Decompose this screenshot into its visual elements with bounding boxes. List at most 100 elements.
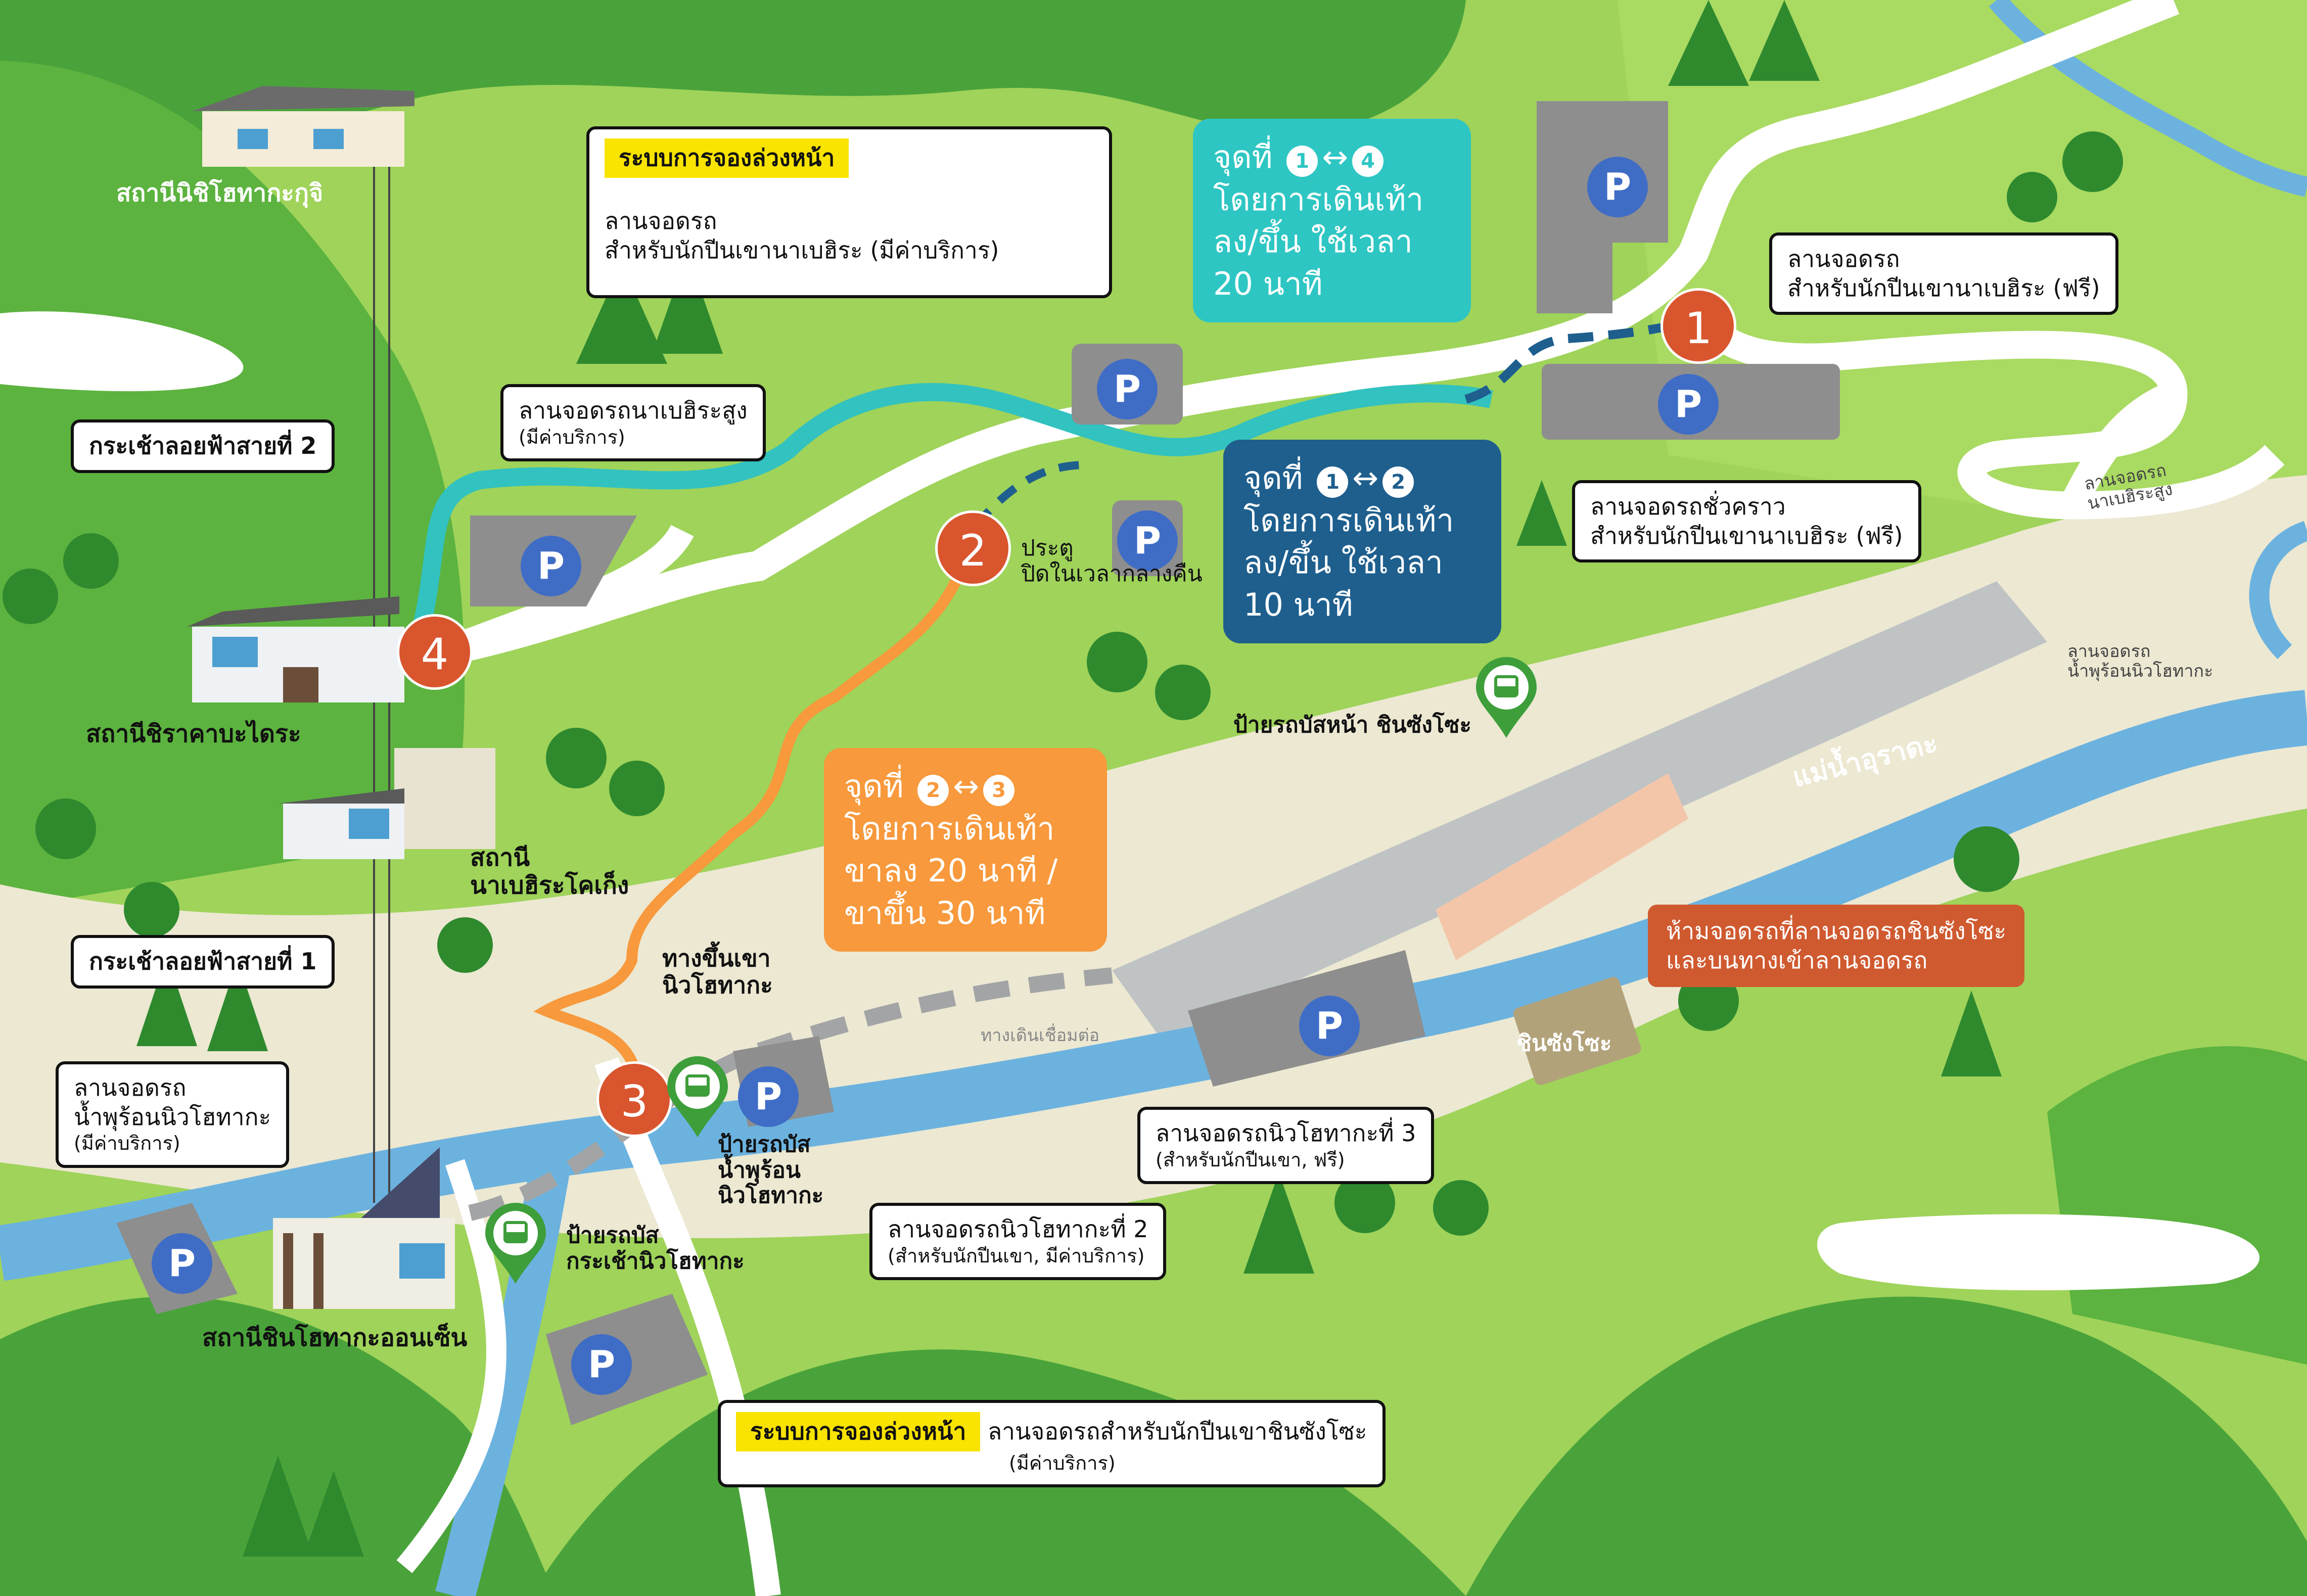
reservation-tag-2: ระบบการจองล่วงหน้า	[736, 1412, 981, 1451]
shinsanso-building	[1513, 977, 1641, 1085]
label-p2: ลานจอดรถนิวโฮทากะที่ 2 (สำหรับนักปีนเขา,…	[869, 1203, 1167, 1280]
parking-icon-p2[interactable]: P	[738, 1066, 799, 1127]
road-right-loop	[2060, 381, 2179, 512]
label-nabe-paid-line2: สำหรับนักปีนเขานาเบฮิระ (มีค่าบริการ)	[605, 236, 999, 264]
callout-1-2-arrow: ↔	[1352, 459, 1379, 496]
label-temp-line1: ลานจอดรถชั่วคราว	[1590, 493, 1786, 520]
station-nabe-kogen-label: สถานี นาเบฮิระโคเก็ง	[470, 843, 629, 900]
gate-label-line2: ปิดในเวลากลางคืน	[1021, 560, 1203, 587]
hill-bottom-left	[0, 1296, 556, 1596]
bus-shin-front-label: ป้ายรถบัสหน้า ชินซังโซะ	[1233, 712, 1472, 738]
callout-2-3-prefix: จุดที่	[844, 768, 904, 805]
bus-ropeway-line1: ป้ายรถบัส	[566, 1223, 659, 1248]
callout-1-4-a: 1	[1286, 146, 1318, 177]
callout-1-2: จุดที่ 1↔2 โดยการเดินเท้า ลง/ขึ้น ใช้เวล…	[1223, 440, 1501, 643]
label-nabe-high-line2: (มีค่าบริการ)	[519, 426, 625, 448]
point-marker-1[interactable]: 1	[1660, 288, 1736, 364]
bus-onsen-line2: น้ำพุร้อน	[718, 1157, 801, 1183]
callout-2-3-arrow: ↔	[953, 768, 980, 805]
point-marker-3[interactable]: 3	[596, 1061, 672, 1137]
hill-top-left	[0, 0, 1466, 212]
callout-1-4-line3: ลง/ขึ้น ใช้เวลา	[1213, 223, 1413, 260]
river-branch	[435, 1129, 576, 1596]
label-temp-line2: สำหรับนักปีนเขานาเบฮิระ (ฟรี)	[1590, 522, 1903, 549]
gate-label-line1: ประตู	[1021, 535, 1074, 561]
road-hairpin	[1681, 297, 2285, 520]
label-shin-hiker: ระบบการจองล่วงหน้า ลานจอดรถสำหรับนักปีนเ…	[718, 1400, 1386, 1487]
label-nabe-paid: ระบบการจองล่วงหน้า ลานจอดรถ สำหรับนักปีน…	[586, 126, 1112, 298]
ropeway-line1-label: กระเช้าลอยฟ้าสายที่ 1	[71, 935, 335, 989]
callout-1-4-line4: 20 นาที	[1213, 265, 1323, 303]
parking-icon-paid-lower[interactable]: P	[1117, 510, 1178, 571]
callout-1-2-b: 2	[1382, 466, 1414, 498]
callout-1-4: จุดที่ 1↔4 โดยการเดินเท้า ลง/ขึ้น ใช้เวล…	[1193, 119, 1471, 322]
label-no-parking-warning: ห้ามจอดรถที่ลานจอดรถชินซังโซะ และบนทางเข…	[1648, 905, 2025, 987]
point-marker-4[interactable]: 4	[397, 614, 473, 690]
label-nabe-free-line2: สำหรับนักปีนเขานาเบฮิระ (ฟรี)	[1787, 274, 2100, 302]
dashed-trail-gate	[972, 461, 1087, 529]
valley-floor	[0, 475, 2307, 1238]
gate-label: ประตู ปิดในเวลากลางคืน	[1021, 535, 1203, 587]
label-nabe-paid-line1: ลานจอดรถ	[605, 207, 717, 234]
cloud-left	[0, 311, 244, 392]
bus-onsen-line1: ป้ายรถบัส	[718, 1132, 811, 1157]
label-nabe-free-line1: ลานจอดรถ	[1787, 245, 1900, 272]
callout-2-3-line3: ขาลง 20 นาที /	[844, 852, 1058, 889]
label-p2-line2: (สำหรับนักปีนเขา, มีค่าบริการ)	[888, 1244, 1145, 1267]
trail-label-line2: นิวโฮทากะ	[662, 971, 773, 999]
bus-onsen-line3: นิวโฮทากะ	[718, 1183, 824, 1209]
station-nishi-label: สถานีนิชิโฮทากะกุจิ	[116, 179, 324, 207]
label-p3-line2: (สำหรับนักปีนเขา, ฟรี)	[1156, 1148, 1345, 1171]
main-road	[411, 0, 2180, 672]
parking-icon-p3[interactable]: P	[1299, 996, 1360, 1056]
parking-icon-top-right[interactable]: P	[1587, 157, 1648, 217]
parking-icon-onsen[interactable]: P	[152, 1233, 212, 1294]
label-p3-line1: ลานจอดรถนิวโฮทากะที่ 3	[1156, 1119, 1416, 1147]
callout-2-3-line2: โดยการเดินเท้า	[844, 810, 1055, 847]
point-marker-2[interactable]: 2	[935, 510, 1011, 586]
callout-1-2-line3: ลง/ขึ้น ใช้เวลา	[1243, 544, 1443, 581]
hill-bottom-right	[1466, 1296, 2307, 1596]
station-nabe-kogen-line1: สถานี	[470, 843, 530, 872]
label-onsen-line1: ลานจอดรถ	[74, 1074, 187, 1101]
river-right-curve	[2249, 521, 2307, 660]
label-warning-line2: และบนทางเข้าลานจอดรถ	[1666, 946, 1928, 974]
dashed-trail-teal	[1464, 309, 1711, 404]
no-parking-hatch	[1436, 773, 1688, 960]
to-onsen-line2: น้ำพุร้อนนิวโฮทากะ	[2067, 661, 2213, 682]
callout-2-3-line4: ขาขึ้น 30 นาที	[844, 895, 1046, 932]
callout-2-3-a: 2	[917, 775, 949, 806]
hill-right	[2047, 1046, 2307, 1365]
parking-icon-paid-upper[interactable]: P	[1097, 359, 1158, 419]
parking-icon-shin-hiker[interactable]: P	[571, 1334, 632, 1395]
callout-1-4-prefix: จุดที่	[1213, 138, 1273, 175]
to-onsen-line1: ลานจอดรถ	[2067, 641, 2151, 662]
ropeway-line2-label: กระเช้าลอยฟ้าสายที่ 2	[71, 419, 335, 473]
station-shin-label: สถานีชินโฮทากะออนเซ็น	[202, 1324, 468, 1352]
station-shirakaba-label: สถานีชิราคาบะไดระ	[86, 720, 301, 748]
building-shirakaba	[187, 596, 404, 702]
to-onsen-label: ลานจอดรถ น้ำพุร้อนนิวโฮทากะ	[2067, 641, 2213, 682]
bus-icon-onsen[interactable]	[667, 1056, 728, 1137]
callout-2-3: จุดที่ 2↔3 โดยการเดินเท้า ขาลง 20 นาที /…	[824, 748, 1107, 952]
connector-label: ทางเดินเชื่อมต่อ	[981, 1025, 1100, 1046]
label-nabe-free: ลานจอดรถ สำหรับนักปีนเขานาเบฮิระ (ฟรี)	[1769, 232, 2118, 315]
bus-onsen-label: ป้ายรถบัส น้ำพุร้อน นิวโฮทากะ	[718, 1132, 823, 1209]
reservation-tag: ระบบการจองล่วงหน้า	[605, 138, 849, 178]
bus-icon-shin-front[interactable]	[1476, 657, 1537, 738]
label-p2-line1: ลานจอดรถนิวโฮทากะที่ 2	[888, 1215, 1148, 1243]
label-onsen-line2: น้ำพุร้อนนิวโฮทากะ	[74, 1103, 271, 1131]
label-nabe-high-line1: ลานจอดรถนาเบฮิระสูง	[519, 397, 748, 424]
label-p3: ลานจอดรถนิวโฮทากะที่ 3 (สำหรับนักปีนเขา,…	[1137, 1107, 1435, 1184]
large-parking-strip	[1112, 581, 2047, 1041]
trees	[3, 0, 2123, 1557]
label-nabe-high: ลานจอดรถนาเบฮิระสูง (มีค่าบริการ)	[500, 384, 766, 461]
orange-trail	[533, 569, 966, 1083]
bus-icon-ropeway[interactable]	[485, 1203, 546, 1284]
callout-1-2-line2: โดยการเดินเท้า	[1243, 501, 1454, 539]
parking-icon-nabe-high[interactable]: P	[521, 536, 581, 596]
shinsanso-label: ชินซังโซะ	[1516, 1030, 1612, 1056]
label-onsen-line3: (มีค่าบริการ)	[74, 1132, 180, 1154]
label-temp: ลานจอดรถชั่วคราว สำหรับนักปีนเขานาเบฮิระ…	[1572, 480, 1921, 562]
parking-icon-temp[interactable]: P	[1658, 374, 1719, 435]
